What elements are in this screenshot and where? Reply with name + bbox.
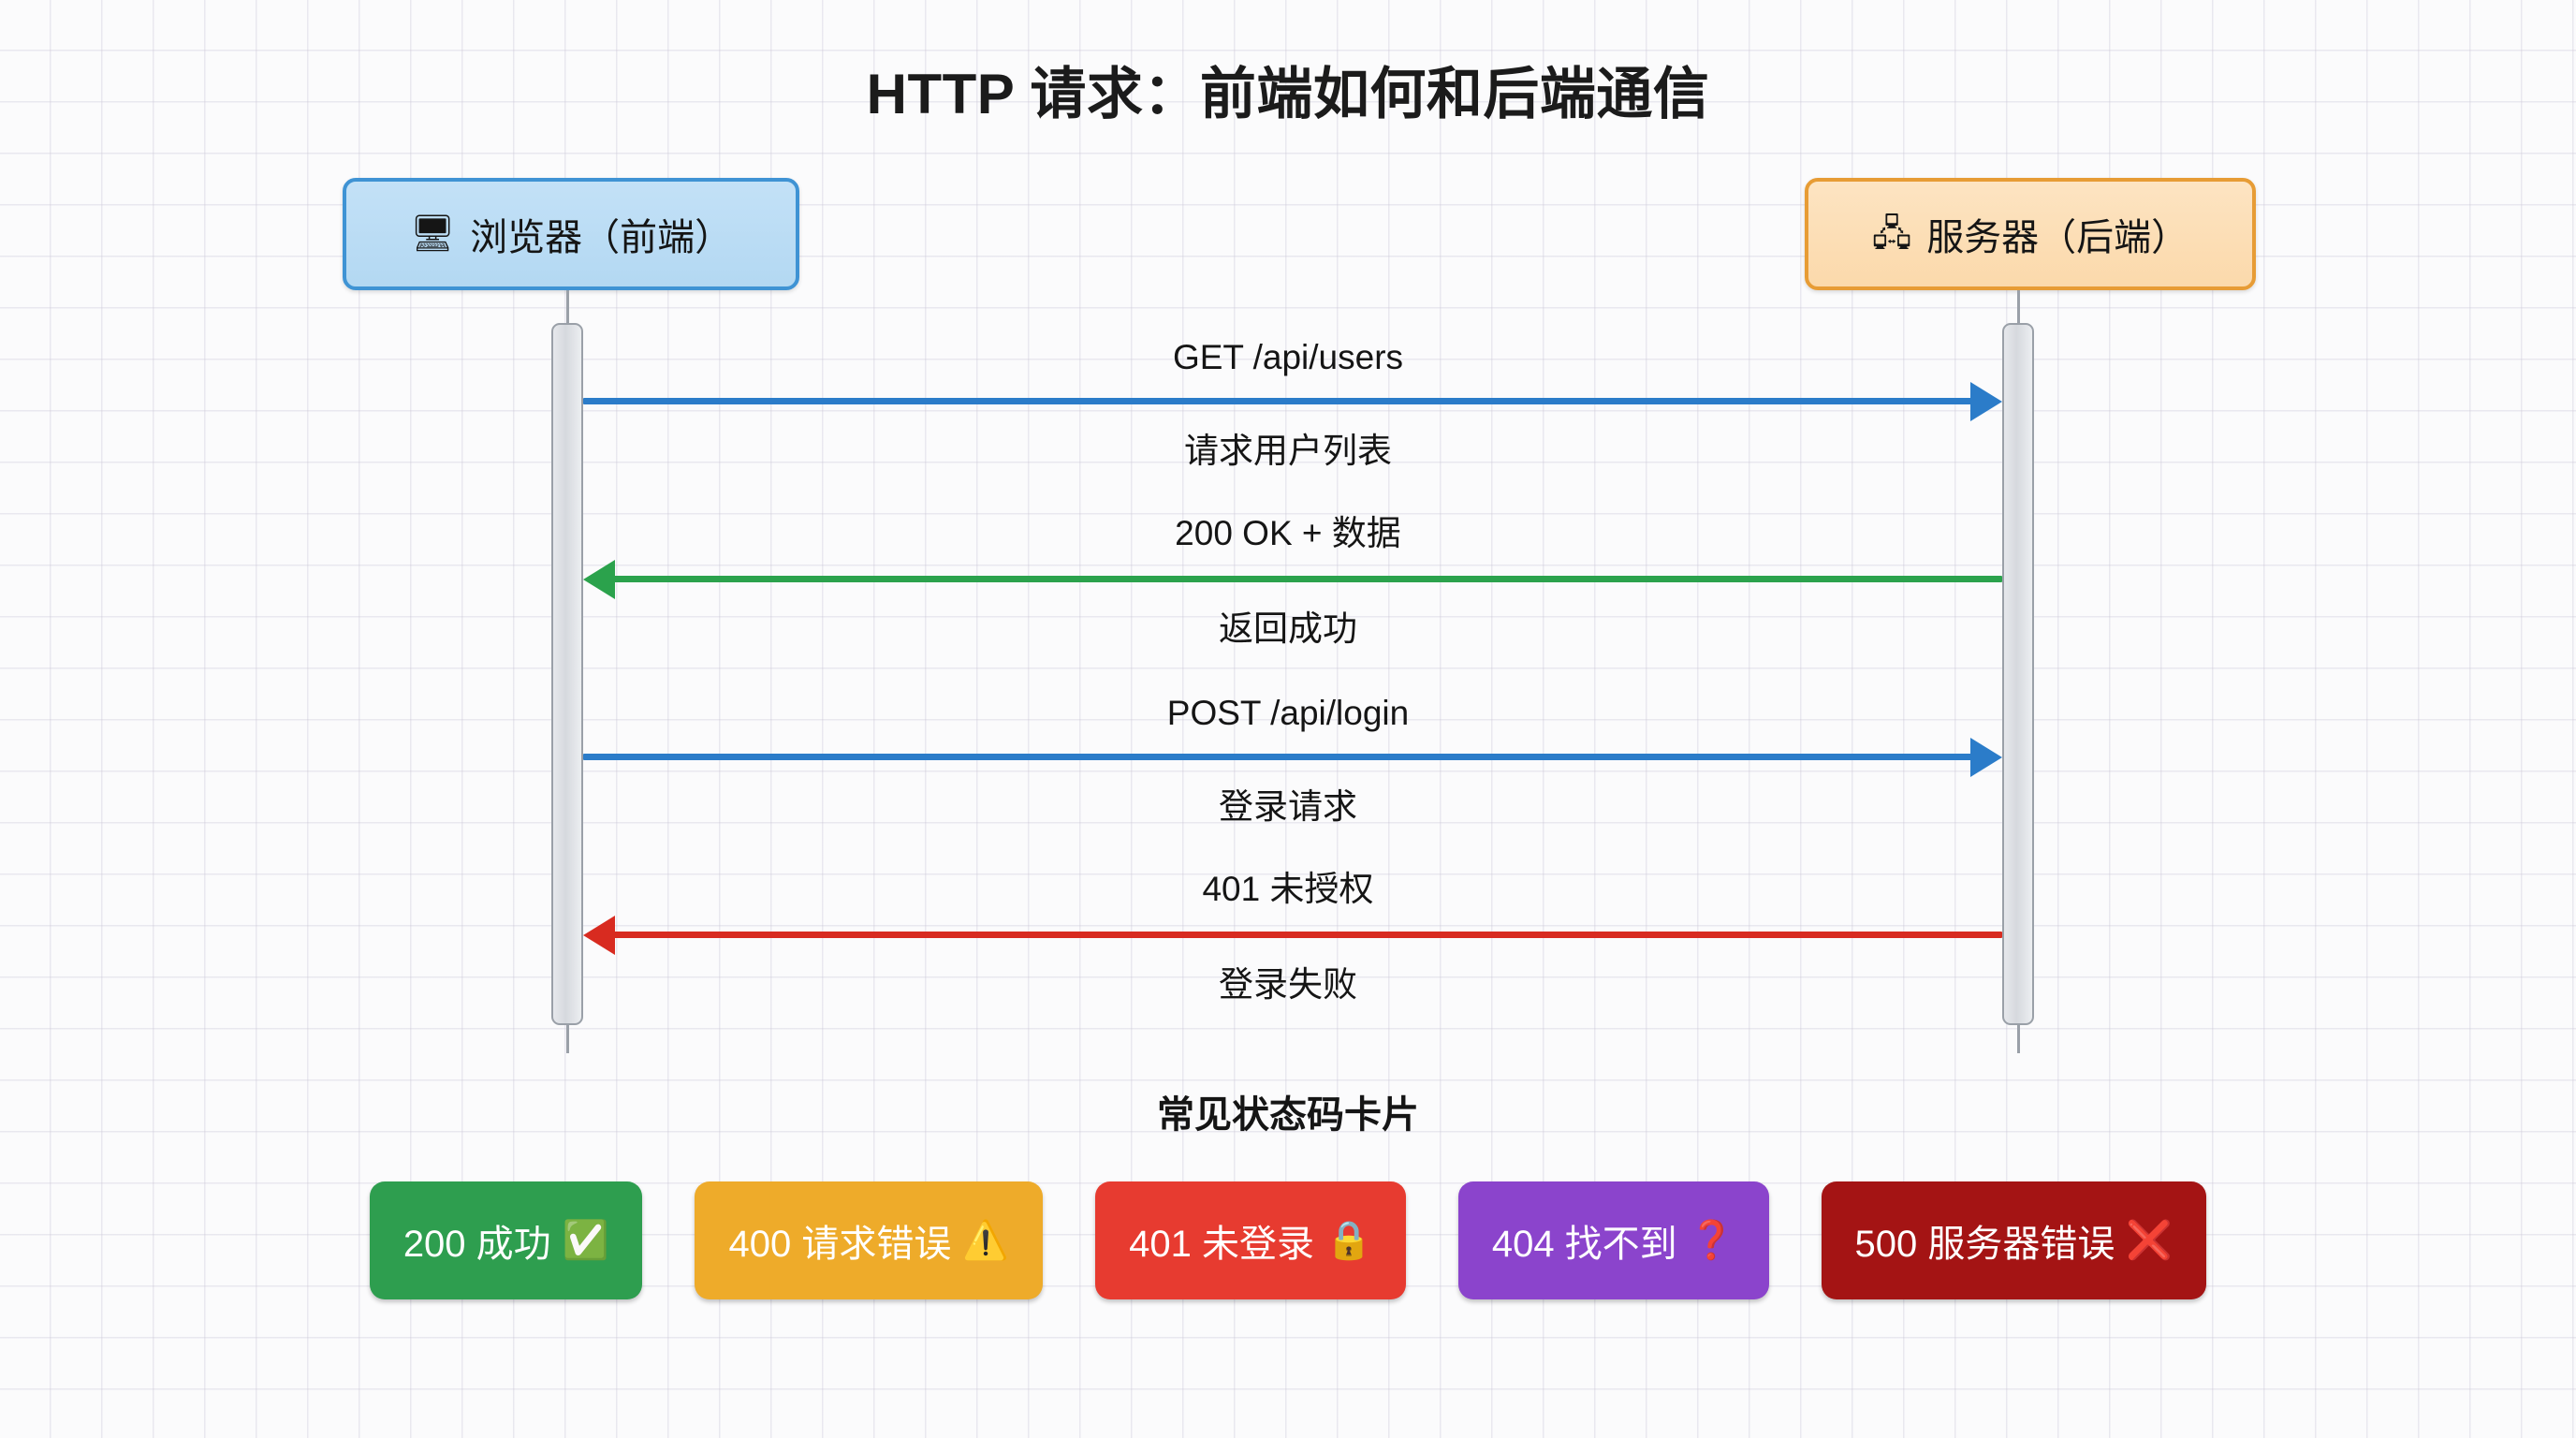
status-card[interactable]: 401 未登录🔒 <box>1095 1181 1406 1299</box>
status-card[interactable]: 400 请求错误⚠️ <box>695 1181 1044 1299</box>
message-label-above: 200 OK + 数据 <box>1175 514 1401 552</box>
status-card-label: 200 成功 <box>402 1224 551 1265</box>
status-card-label: 404 找不到 <box>1491 1224 1677 1265</box>
message-line <box>611 932 2002 938</box>
status-card[interactable]: 404 找不到 ❓ <box>1457 1181 1769 1299</box>
status-card-label: 400 请求错误 <box>728 1224 952 1265</box>
activation-bar-browser <box>551 323 583 1025</box>
status-cards-row: 200 成功 ✅ 400 请求错误⚠️ 401 未登录🔒 404 找不到 ❓ 500 服务器… <box>0 1181 2576 1299</box>
message-line <box>583 754 1974 760</box>
participant-browser[interactable]: 🖥 浏览器（前端） <box>343 178 799 290</box>
page-title: HTTP 请求：前端如何和后端通信 <box>866 63 1710 125</box>
arrowhead-icon <box>583 916 615 955</box>
status-card-label: 401 未登录 <box>1129 1224 1315 1265</box>
arrowhead-icon <box>1970 382 2002 421</box>
status-cards-heading: 常见状态码卡片 <box>1157 1094 1419 1136</box>
participant-server[interactable]: 🖧 服务器（后端） <box>1805 178 2256 290</box>
message-line <box>611 576 2002 582</box>
message-label-below: 返回成功 <box>1219 609 1357 648</box>
check-mark-icon: ✅ <box>562 1220 609 1261</box>
arrowhead-icon <box>1970 738 2002 777</box>
message-label-below: 登录请求 <box>1219 787 1357 826</box>
message-line <box>583 398 1974 404</box>
activation-bar-server <box>2002 323 2034 1025</box>
warning-triangle-icon: ⚠️ <box>962 1220 1010 1261</box>
status-card-label: 500 服务器错误 <box>1854 1224 2115 1265</box>
participant-server-label: 服务器（后端） <box>1926 217 2189 258</box>
cross-mark-icon: ❌ <box>2126 1220 2174 1261</box>
browser-window-icon: 🖥 <box>409 214 456 254</box>
message-label-below: 登录失败 <box>1219 965 1357 1004</box>
question-mark-icon: ❓ <box>1688 1220 1735 1261</box>
message-label-above: 401 未授权 <box>1202 870 1374 908</box>
arrowhead-icon <box>583 560 615 599</box>
message-label-above: GET /api/users <box>1172 338 1404 376</box>
message-label-above: POST /api/login <box>1166 694 1410 732</box>
message-label-below: 请求用户列表 <box>1184 432 1392 470</box>
participant-browser-label: 浏览器（前端） <box>470 217 733 258</box>
status-card[interactable]: 200 成功 ✅ <box>369 1181 643 1299</box>
server-rack-icon: 🖧 <box>1871 214 1912 254</box>
lock-icon: 🔒 <box>1325 1220 1372 1261</box>
status-card[interactable]: 500 服务器错误 ❌ <box>1821 1181 2207 1299</box>
